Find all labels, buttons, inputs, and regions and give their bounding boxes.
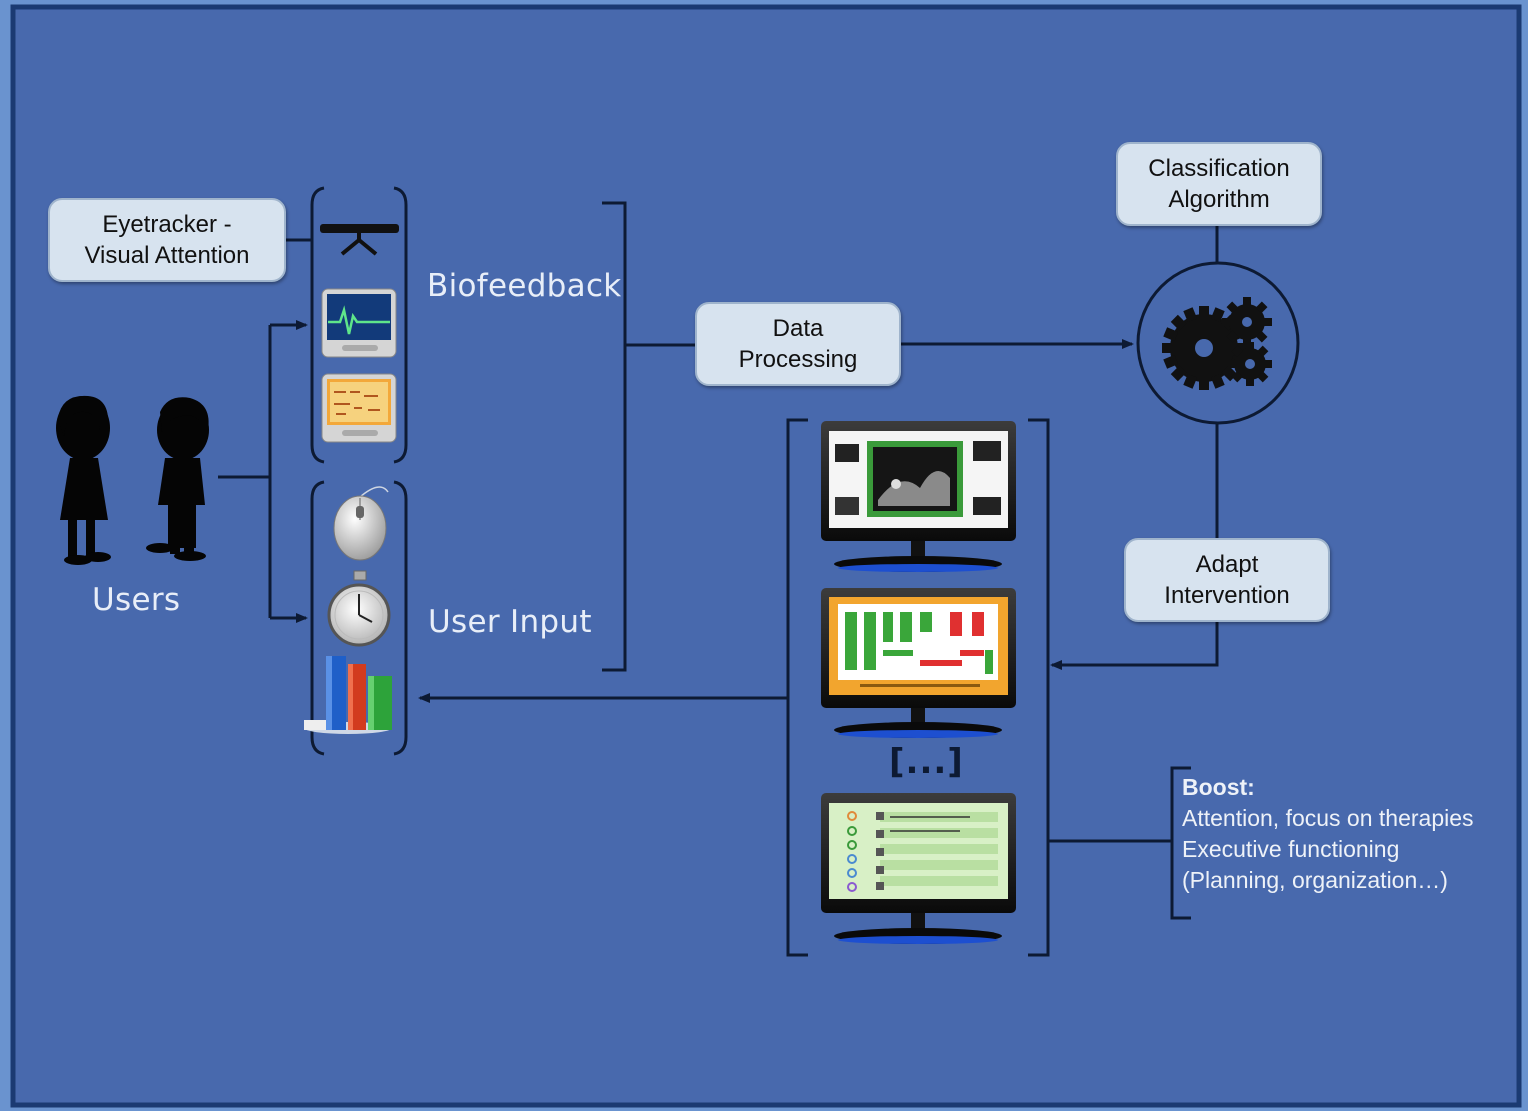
adapt-intervention-box: Adapt Intervention <box>1124 538 1330 622</box>
eyetracker-box-line1: Eyetracker - <box>102 211 232 238</box>
ecg-monitor-icon <box>321 288 397 358</box>
mouse-icon <box>333 486 389 561</box>
eyetracker-icon <box>320 224 399 256</box>
data-processing-box: Data Processing <box>695 302 901 386</box>
adapt-line2: Intervention <box>1164 582 1290 609</box>
monitor-icon <box>821 588 1016 738</box>
adapt-line1: Adapt <box>1195 551 1259 578</box>
monitor-icon <box>821 793 1016 944</box>
ellipsis-label: [...] <box>889 742 964 782</box>
bar-chart-icon <box>304 656 392 734</box>
connectors <box>218 201 1219 920</box>
eeg-monitor-icon <box>321 373 397 443</box>
gears-icon <box>1136 261 1300 425</box>
users-label: Users <box>92 582 181 618</box>
stopwatch-icon <box>327 570 391 647</box>
boost-item: Executive functioning <box>1182 836 1400 862</box>
classification-line1: Classification <box>1148 155 1290 182</box>
boost-title: Boost: <box>1182 774 1255 800</box>
eyetracker-box: Eyetracker - Visual Attention <box>48 198 286 282</box>
user-input-label: User Input <box>428 604 592 640</box>
classification-line2: Algorithm <box>1168 186 1270 213</box>
classification-algorithm-box: Classification Algorithm <box>1116 142 1322 226</box>
data-processing-line1: Data <box>772 315 824 342</box>
biofeedback-label: Biofeedback <box>427 268 622 304</box>
children-silhouette-icon <box>56 395 209 565</box>
data-processing-line2: Processing <box>738 346 858 373</box>
boost-block: Boost: Attention, focus on therapies Exe… <box>1182 772 1474 896</box>
boost-item: Attention, focus on therapies <box>1182 805 1474 831</box>
eyetracker-box-line2: Visual Attention <box>84 242 250 269</box>
device-brackets <box>310 186 408 756</box>
boost-item: (Planning, organization…) <box>1182 867 1448 893</box>
monitor-brackets <box>786 418 1050 957</box>
monitor-icon <box>821 421 1016 572</box>
